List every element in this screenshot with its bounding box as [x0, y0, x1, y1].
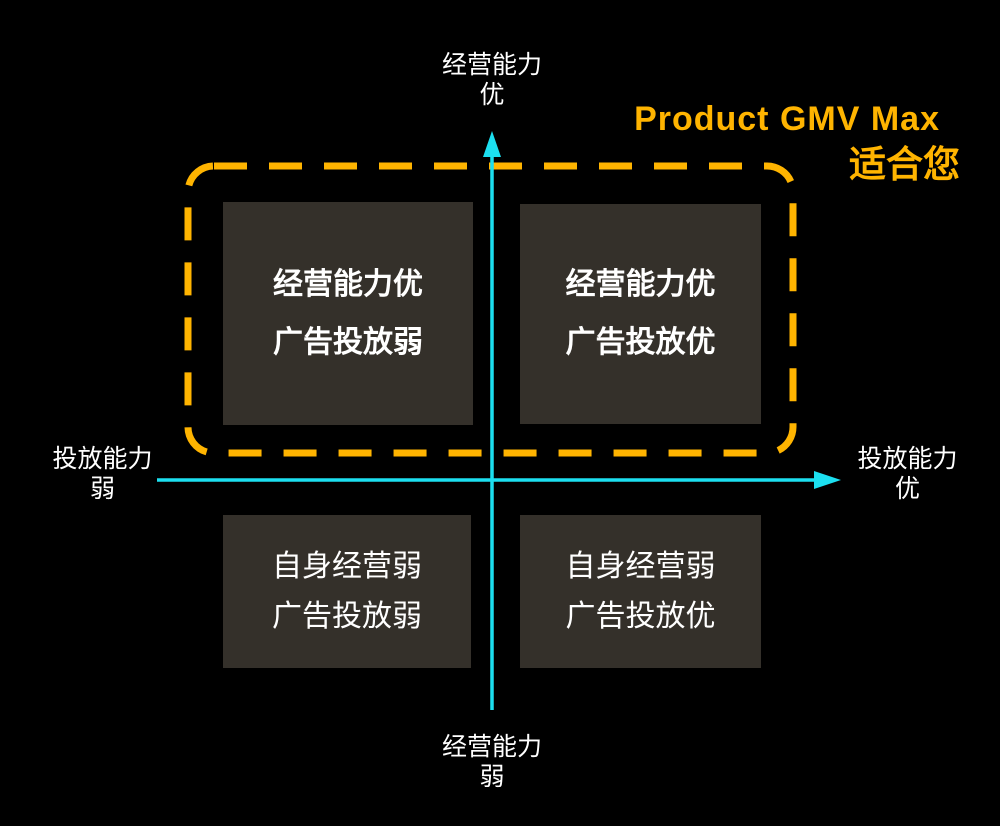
quadrant-text-line: 经营能力优 [565, 268, 716, 301]
axis-label-line: 投放能力 [857, 445, 958, 473]
up-arrowhead-icon [483, 131, 501, 157]
quadrant-bottom-right: 自身经营弱 广告投放优 [520, 515, 761, 668]
axis-label-line: 投放能力 [52, 445, 153, 473]
quadrant-text-line: 自身经营弱 [565, 549, 716, 583]
gmv-max-title: Product GMV Max 适合您 [634, 100, 960, 186]
axis-label-line: 弱 [479, 763, 505, 791]
axis-label-line: 经营能力 [441, 51, 542, 79]
axis-label-line: 优 [479, 81, 505, 109]
axis-label-bottom: 经营能力 弱 [392, 732, 592, 792]
quadrant-text-line: 广告投放优 [565, 326, 716, 359]
quadrant-text-line: 广告投放弱 [272, 599, 422, 633]
quadrant-top-right: 经营能力优 广告投放优 [520, 204, 761, 424]
gmv-max-title-line2: 适合您 [849, 144, 960, 186]
axis-label-line: 弱 [89, 475, 115, 503]
axis-label-line: 优 [894, 475, 920, 503]
quadrant-bottom-left: 自身经营弱 广告投放弱 [223, 515, 471, 668]
quadrant-text-line: 广告投放弱 [273, 325, 423, 359]
axis-label-left: 投放能力 弱 [10, 444, 195, 504]
gmv-max-title-line1: Product GMV Max [634, 100, 940, 138]
axis-label-top: 经营能力 优 [392, 50, 592, 110]
quadrant-text-line: 经营能力优 [273, 267, 423, 301]
axis-label-line: 经营能力 [441, 733, 542, 761]
quadrant-text-line: 自身经营弱 [272, 549, 422, 583]
right-arrowhead-icon [814, 471, 841, 489]
quadrant-text-line: 广告投放优 [565, 599, 716, 633]
axis-label-right: 投放能力 优 [815, 444, 1000, 504]
quadrant-top-left: 经营能力优 广告投放弱 [223, 202, 473, 425]
